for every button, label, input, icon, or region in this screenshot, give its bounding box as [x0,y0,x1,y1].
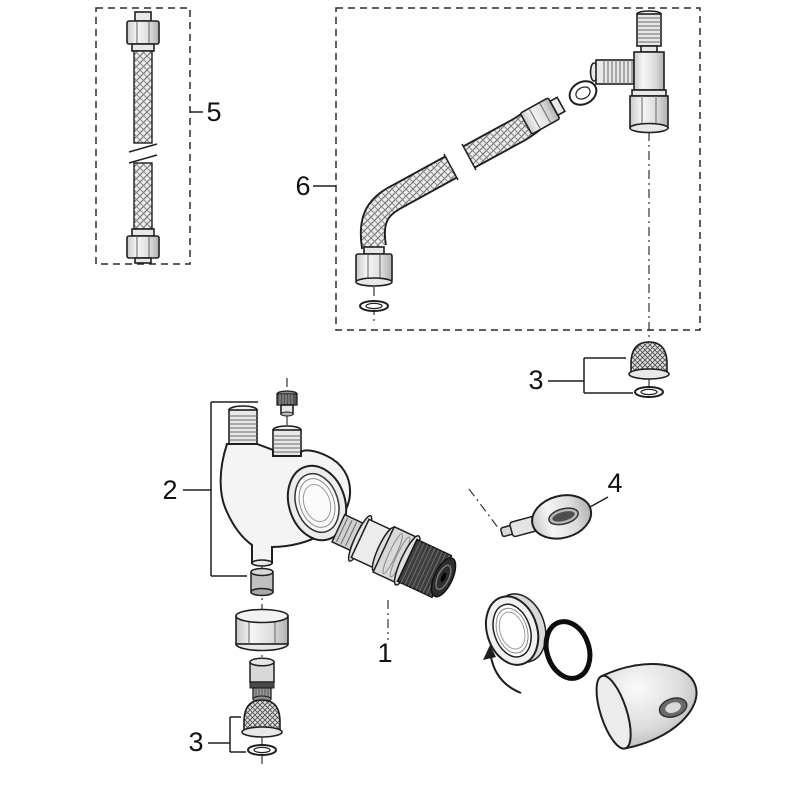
adjuster-screw [276,390,298,417]
part5-boundary-box [95,7,191,265]
hose-braid-lower [133,162,153,230]
key-alignment-line [468,488,500,530]
dome-cap-rim [595,674,632,750]
strainer-dome-top [630,341,668,375]
insert-cartridge-small [249,657,275,703]
callout-3-bottom: 3 [188,727,203,757]
hose-bottom-nut [126,235,160,259]
part3-top-group: 3 [528,341,670,398]
rotation-arrow [483,645,522,694]
callout-5: 5 [206,97,221,127]
curved-hose [355,80,598,324]
callout-4-leader [589,496,609,508]
fitting-nut-bottom [629,122,669,134]
callout-2-bracket [183,401,258,577]
hose-top-tip [134,11,152,22]
valve-body-opening [286,464,348,542]
service-key [500,494,593,540]
callout-2: 2 [162,475,177,505]
part2-group: 2 [162,378,352,764]
hose-segment-lower [361,157,457,249]
callout-4: 4 [607,468,622,498]
retaining-ring [484,593,547,666]
hose-bottom-tip [134,257,152,264]
hose-break-marks-6 [443,143,477,181]
o-ring [543,619,593,681]
angle-fitting [589,10,669,134]
cartridge [331,513,457,599]
hose6-nut-bottom [355,277,393,287]
part4-group: 4 [468,468,623,540]
callout-3-top: 3 [528,365,543,395]
fitting-groove-ring [631,89,667,97]
dome-cap [595,663,698,750]
handle-assembly-group [483,593,698,750]
hose6-washer [568,80,598,106]
body-inlet-thread-left [228,405,258,445]
strainer-dome-bottom [243,699,281,733]
body-outlet-face [251,559,273,567]
fitting-neck [640,45,658,53]
fitting-body [633,51,665,91]
union-nut [235,608,289,652]
hose6-collar [363,246,385,255]
hose-break-marks [128,143,158,164]
hose-braid-upper [133,50,153,144]
callout-6: 6 [295,171,310,201]
hose-top-collar [131,43,155,52]
arrow-head [483,645,496,660]
flexible-hose-part5 [126,11,160,264]
part3-bottom-group: 3 [188,699,283,757]
strainer-flange-top [628,368,670,380]
body-inlet-thread-right [272,425,302,457]
part5-group: 5 [95,7,222,265]
callout-3top-bracket [548,357,633,394]
callout-3bottom-bracket [208,716,246,753]
part1-group: 1 [331,513,457,668]
callout-1: 1 [377,638,392,668]
hose-bottom-collar [131,228,155,237]
part6-boundary-box [335,7,701,331]
hose6-top-nut [520,96,566,135]
hose-top-nut [126,20,160,45]
check-valve-cylinder [250,567,274,597]
strainer-flange-bottom [241,726,283,738]
part6-group: 6 [295,7,701,398]
